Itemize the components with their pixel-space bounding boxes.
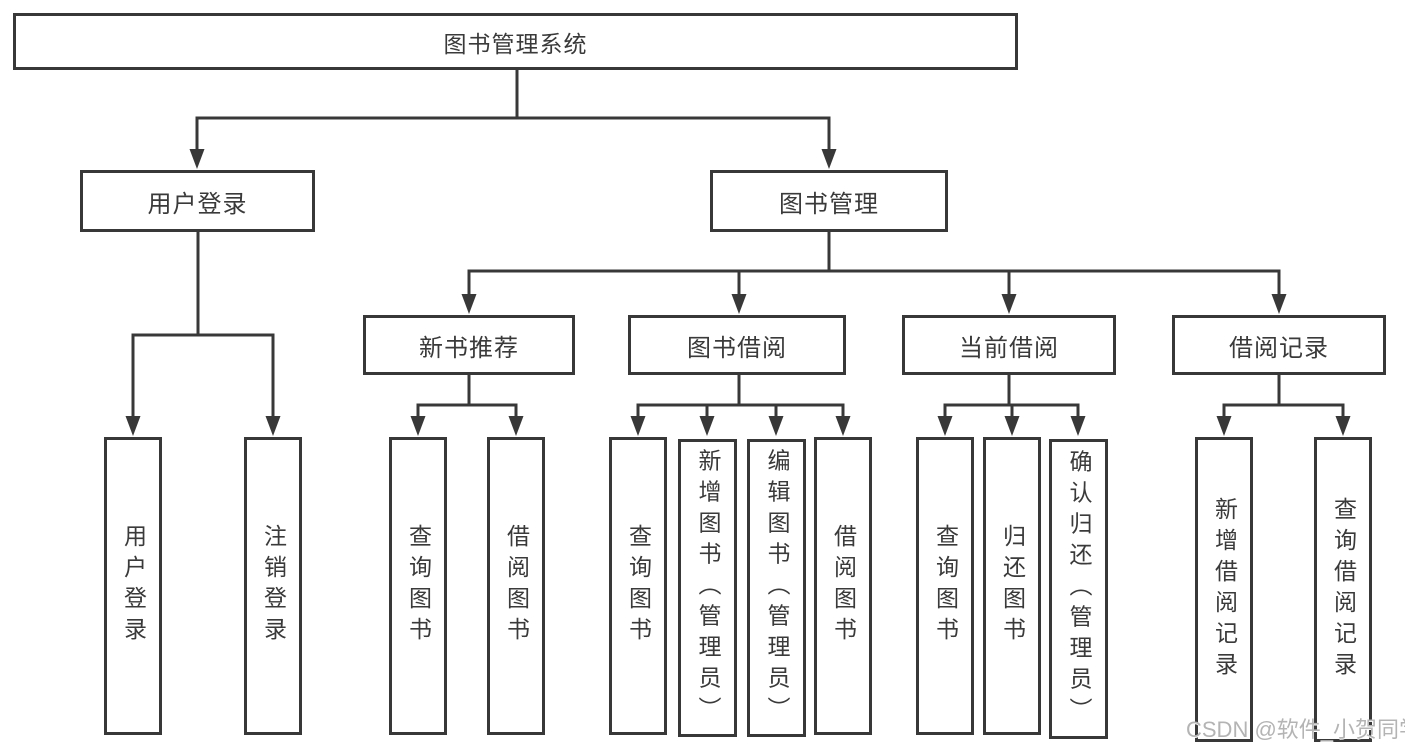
leaf-user-login: 用户登录 <box>104 437 162 735</box>
leaf-logout: 注销登录 <box>244 437 302 735</box>
node-borrowing-records: 借阅记录 <box>1172 315 1386 375</box>
leaf-label: 查询图书 <box>932 524 959 648</box>
leaf-borrow-books-recommend: 借阅图书 <box>487 437 545 735</box>
leaf-borrow-books: 借阅图书 <box>814 437 872 735</box>
node-library-system: 图书管理系统 <box>13 13 1018 70</box>
leaf-confirm-return-admin: 确认归还（管理员） <box>1049 439 1108 739</box>
node-label: 图书管理 <box>779 190 879 218</box>
node-label: 用户登录 <box>147 190 248 218</box>
leaf-add-books-admin: 新增图书（管理员） <box>678 439 737 737</box>
leaf-label: 借阅图书 <box>503 524 530 648</box>
node-book-management: 图书管理 <box>710 170 948 232</box>
node-label: 图书管理系统 <box>443 30 588 57</box>
node-user-login: 用户登录 <box>80 170 315 232</box>
node-label: 新书推荐 <box>419 334 519 362</box>
leaf-return-books: 归还图书 <box>983 437 1041 735</box>
leaf-label: 用户登录 <box>120 524 147 648</box>
node-label: 图书借阅 <box>687 334 787 362</box>
leaf-query-books-borrowing: 查询图书 <box>609 437 667 735</box>
node-current-borrowing: 当前借阅 <box>902 315 1116 375</box>
leaf-label: 归还图书 <box>999 524 1026 648</box>
leaf-query-books-current: 查询图书 <box>916 437 974 735</box>
leaf-label: 查询图书 <box>405 524 432 648</box>
node-book-borrowing: 图书借阅 <box>628 315 846 375</box>
leaf-label: 借阅图书 <box>830 524 857 648</box>
leaf-label: 查询图书 <box>625 524 652 648</box>
leaf-label: 确认归还（管理员） <box>1066 449 1092 729</box>
leaf-query-books-recommend: 查询图书 <box>389 437 447 735</box>
csdn-watermark: CSDN @软件_小贺同学 <box>1186 717 1405 742</box>
leaf-label: 查询借阅记录 <box>1330 496 1357 683</box>
leaf-query-borrow-record: 查询借阅记录 <box>1314 437 1372 742</box>
leaf-label: 编辑图书（管理员） <box>764 448 790 728</box>
leaf-label: 新增图书（管理员） <box>695 448 721 728</box>
node-label: 当前借阅 <box>959 334 1059 362</box>
node-new-book-recommend: 新书推荐 <box>363 315 575 375</box>
leaf-add-borrow-record: 新增借阅记录 <box>1195 437 1253 742</box>
leaf-edit-books-admin: 编辑图书（管理员） <box>747 439 806 737</box>
node-label: 借阅记录 <box>1229 334 1329 362</box>
leaf-label: 注销登录 <box>260 524 287 648</box>
leaf-label: 新增借阅记录 <box>1211 496 1238 683</box>
arrowhead-icons <box>125 149 1351 436</box>
